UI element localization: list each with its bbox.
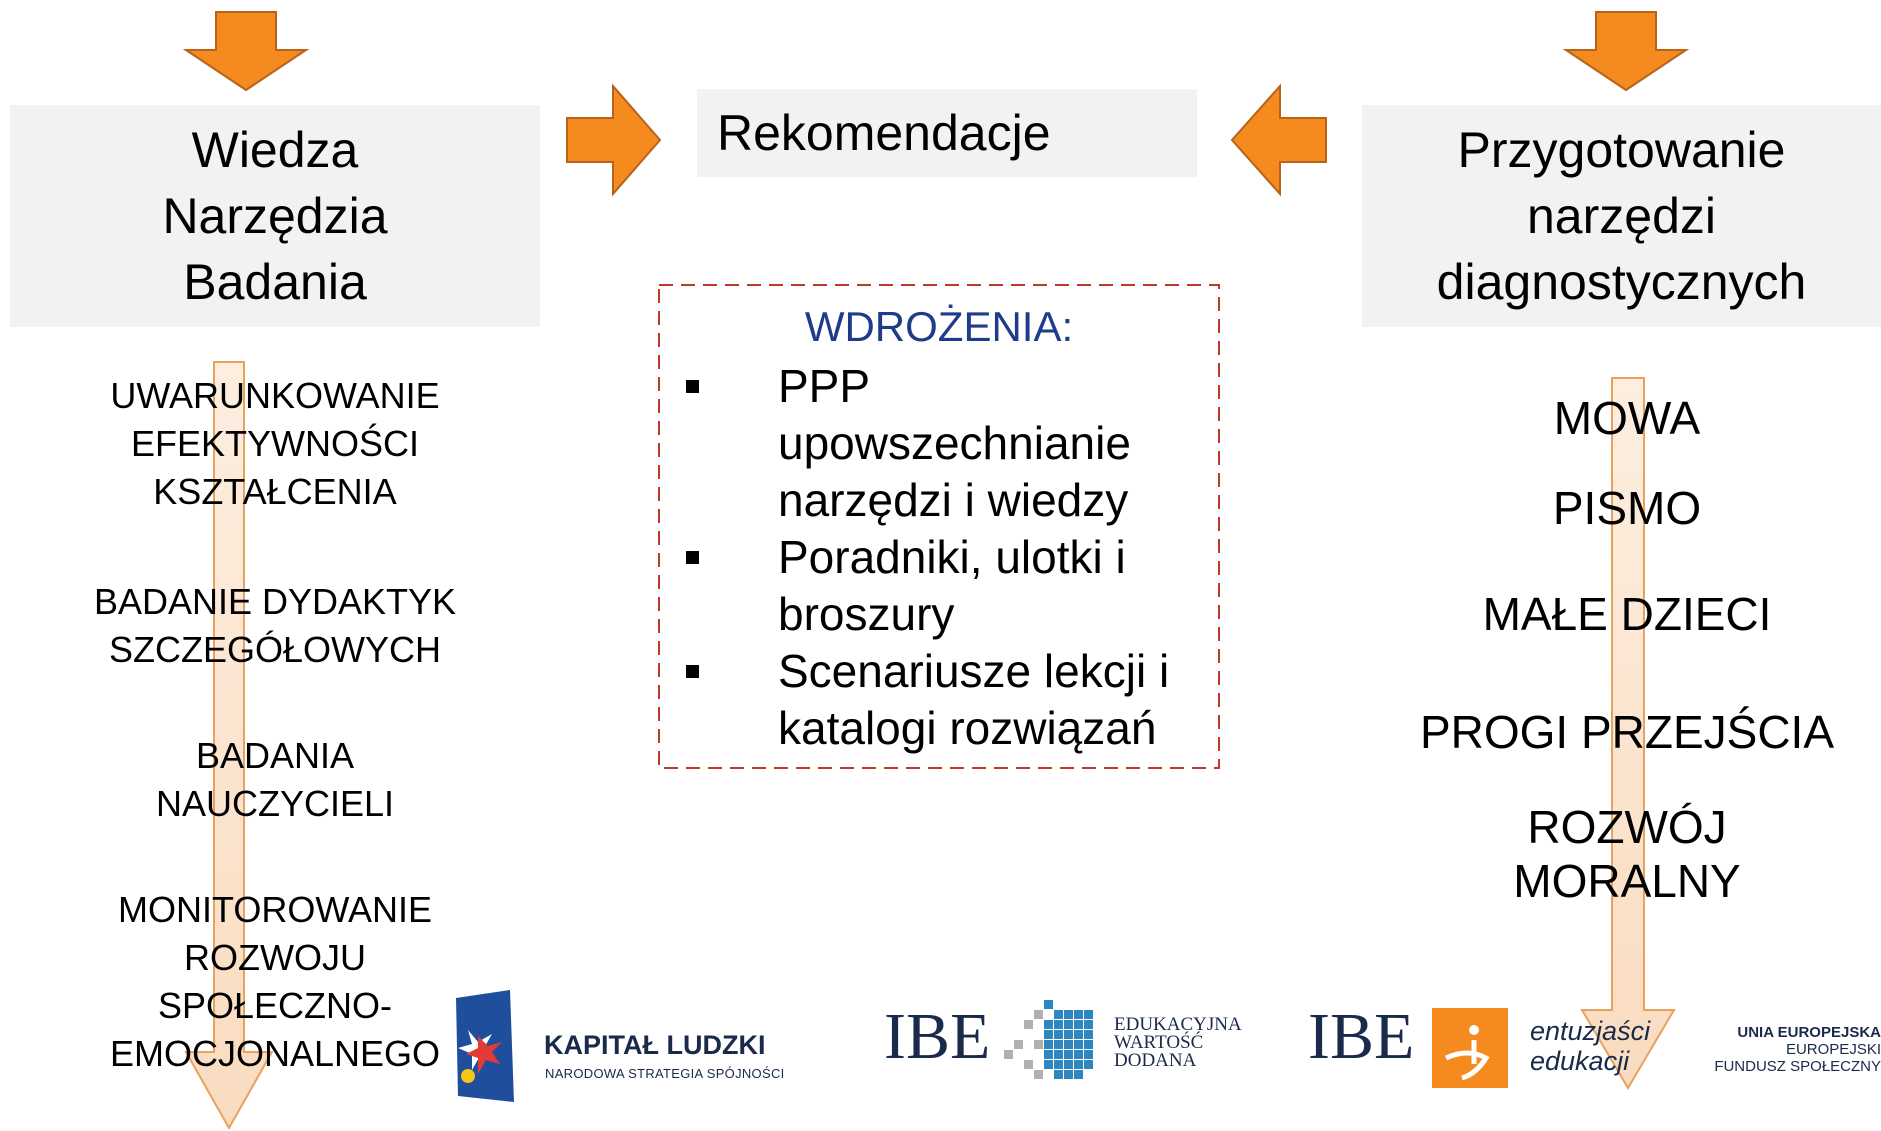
down-arrow-left-top xyxy=(182,11,310,92)
implementation-item: PPP upowszechnianie narzędzi i wiedzy xyxy=(670,358,1210,529)
implementation-item: Scenariusze lekcji i katalogi rozwiązań xyxy=(670,643,1210,757)
ibe-logo-text: IBE xyxy=(884,1000,991,1073)
ibe-logo-text-2: IBE xyxy=(1308,1000,1415,1073)
bullet-square-icon xyxy=(686,380,699,393)
right-arrow-to-recommendations xyxy=(566,83,662,197)
diagnostic-tools-box: Przygotowanie narzędzi diagnostycznych xyxy=(1362,105,1881,327)
left-item-didactics: BADANIE DYDAKTYK SZCZEGÓŁOWYCH xyxy=(93,581,457,670)
implementations-dashed-box xyxy=(658,284,1220,769)
diagnostic-box-line-1: Przygotowanie xyxy=(1457,122,1786,178)
knowledge-box-line-1: Wiedza xyxy=(191,122,359,178)
left-item-monitoring: MONITOROWANIE ROZWOJU SPOŁECZNO- EMOCJON… xyxy=(109,889,441,1074)
knowledge-box: Wiedza Narzędzia Badania xyxy=(10,105,540,327)
right-item-transition-thresholds: PROGI PRZEJŚCIA xyxy=(1419,706,1835,758)
right-item-writing: PISMO xyxy=(1552,482,1702,534)
ibe-edukacyjna-wartosc-dodana: EDUKACYJNA WARTOŚĆ DODANA xyxy=(1114,1014,1242,1071)
left-arrow-to-recommendations xyxy=(1230,83,1327,197)
ibe-pixel-mosaic-icon xyxy=(1004,1000,1093,1079)
left-item-teachers: BADANIA NAUCZYCIELI xyxy=(155,735,395,824)
diagnostic-box-line-2: narzędzi xyxy=(1527,188,1716,244)
bullet-square-icon xyxy=(686,551,699,564)
long-down-arrow-left xyxy=(184,361,274,1131)
knowledge-box-line-2: Narzędzia xyxy=(162,188,388,244)
eu-logo-text: UNIA EUROPEJSKA EUROPEJSKI FUNDUSZ SPOŁE… xyxy=(1714,1024,1881,1075)
recommendations-box: Rekomendacje xyxy=(697,89,1197,177)
bullet-square-icon xyxy=(686,665,699,678)
implementations-list: PPP upowszechnianie narzędzi i wiedzy Po… xyxy=(670,358,1210,757)
kapital-ludzki-title: KAPITAŁ LUDZKI xyxy=(544,1030,766,1060)
right-item-speech: MOWA xyxy=(1553,392,1701,444)
long-down-arrow-right xyxy=(1580,377,1676,1090)
right-item-moral-development: ROZWÓJ MORALNY xyxy=(1513,801,1741,907)
diagnostic-box-line-3: diagnostycznych xyxy=(1436,254,1807,310)
recommendations-label: Rekomendacje xyxy=(717,105,1051,161)
knowledge-box-line-3: Badania xyxy=(183,254,367,310)
down-arrow-right-top xyxy=(1562,11,1690,92)
implementations-heading: WDROŻENIA: xyxy=(804,303,1074,350)
implementation-item: Poradniki, ulotki i broszury xyxy=(670,529,1210,643)
left-item-effectiveness: UWARUNKOWANIE EFEKTYWNOŚCI KSZTAŁCENIA xyxy=(110,375,440,512)
entuzjasci-edukacji-text: entuzjaści edukacji xyxy=(1530,1016,1651,1076)
kapital-ludzki-subtitle: NARODOWA STRATEGIA SPÓJNOŚCI xyxy=(545,1066,785,1081)
kapital-ludzki-logo-icon xyxy=(456,990,514,1102)
right-item-small-children: MAŁE DZIECI xyxy=(1482,588,1772,640)
entuzjasci-edukacji-icon xyxy=(1432,1008,1508,1088)
